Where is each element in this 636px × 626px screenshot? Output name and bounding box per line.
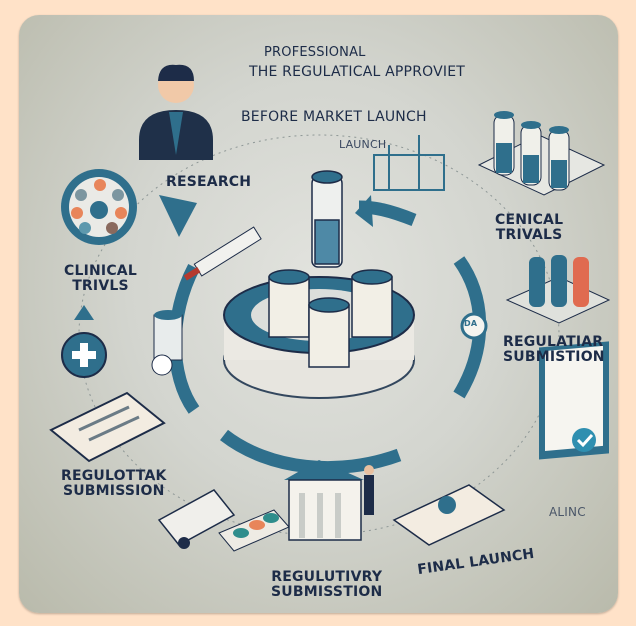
regulatory-submission-left-label: REGULOTTAK SUBMISSION xyxy=(61,469,167,498)
plus-icon xyxy=(61,332,107,378)
label-line: SUBMISTION xyxy=(503,348,605,365)
van-icon xyxy=(157,489,236,549)
badge-text: DA xyxy=(464,319,478,328)
clinical-trials-left-label: CLINICAL TRIVLS xyxy=(64,264,137,293)
label-line: TRIVALS xyxy=(495,226,563,243)
label-line: TRIVLS xyxy=(72,277,129,294)
sample-rack-icon xyxy=(505,255,611,324)
title-line-1: PROFESSIONAL xyxy=(264,45,366,60)
test-tubes-icon xyxy=(477,111,606,196)
label-line: SUBMISSION xyxy=(62,482,165,499)
researcher-icon xyxy=(139,64,213,160)
infographic-card: PROFESSIONAL THE REGULATICAL APPROVIET B… xyxy=(19,15,618,613)
title-line-2: THE REGULATICAL APPROVIET xyxy=(249,64,466,80)
label-line: REGULUTIVRY xyxy=(271,569,383,585)
badge-icon xyxy=(460,312,488,340)
illustration xyxy=(49,64,611,552)
title-line-4: LAUNCH xyxy=(339,138,387,151)
vial-icon xyxy=(151,310,183,376)
arrow-up-icon xyxy=(74,305,94,320)
label-line: REGULOTTAK xyxy=(61,468,167,484)
regulatory-submission-bottom-label: REGULUTIVRY SUBMISSTION xyxy=(271,570,382,599)
launch-documents-icon xyxy=(392,484,506,546)
lab-equipment-icon xyxy=(373,135,445,191)
documents-icon xyxy=(49,391,166,463)
arrow-head-icon xyxy=(159,195,197,237)
label-line: CENICAL xyxy=(495,212,564,228)
title-line-3: BEFORE MARKET LAUNCH xyxy=(241,109,427,125)
pill-dish-icon xyxy=(61,169,137,245)
alinc-label: ALINC xyxy=(549,505,586,519)
research-label: RESEARCH xyxy=(166,174,252,190)
clipboard-icon xyxy=(539,341,609,460)
building-icon xyxy=(284,460,374,541)
clinical-trials-right-label: CENICAL TRIVALS xyxy=(495,213,563,242)
bottles-icon xyxy=(268,170,393,368)
label-line: CLINICAL xyxy=(64,263,137,279)
dotted-orbit xyxy=(78,134,560,536)
regulatory-submission-right-label: REGULATIAR SUBMISTION xyxy=(503,335,605,364)
label-line: REGULATIAR xyxy=(503,334,604,350)
label-line: SUBMISSTION xyxy=(271,583,383,600)
pill-tray-icon xyxy=(218,509,290,552)
syringe-icon xyxy=(183,226,262,281)
arrow-head-icon xyxy=(355,195,373,227)
